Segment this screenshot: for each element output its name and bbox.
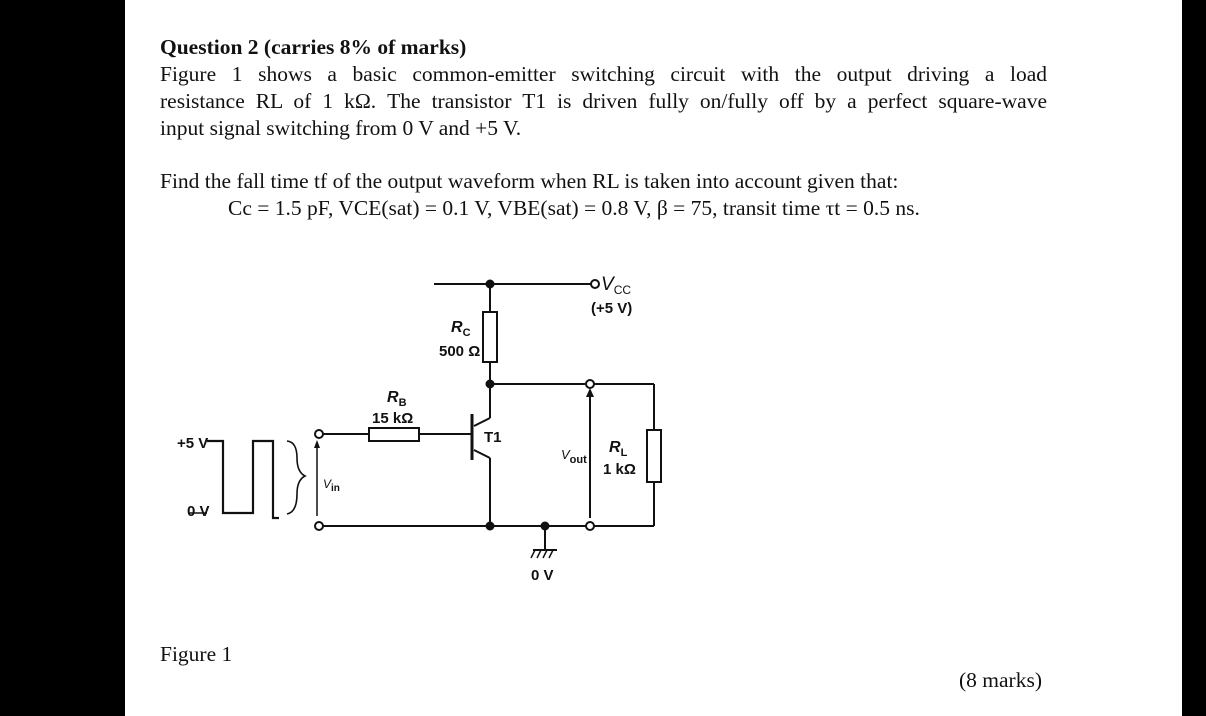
- vcc-value: (+5 V): [591, 300, 632, 317]
- rl-name: RL: [609, 439, 628, 459]
- marks-label: (8 marks): [959, 668, 1042, 692]
- output-ground-terminal: [585, 521, 595, 531]
- circuit-diagram: VCC (+5 V) RC 500 Ω RB 15 kΩ T1 Vout RL …: [177, 274, 662, 584]
- output-terminal: [585, 379, 595, 389]
- rc-value: 500 Ω: [439, 343, 480, 360]
- rb-value: 15 kΩ: [372, 410, 413, 427]
- wave-high-label: +5 V: [177, 435, 208, 452]
- wave-low-label: 0 V: [187, 503, 210, 520]
- emitter-junction: [485, 521, 495, 531]
- ground-label: 0 V: [531, 567, 554, 584]
- vcc-terminal: [590, 279, 600, 289]
- rb-resistor: [368, 427, 420, 442]
- ground-hatch-1: [530, 549, 536, 559]
- rl-resistor: [646, 429, 662, 483]
- vin-label: Vin: [323, 477, 340, 494]
- collector-diagonal: [473, 417, 491, 427]
- question-text-line-2: resistance RL of 1 kΩ. The transistor T1…: [160, 89, 1047, 113]
- question-page: Question 2 (carries 8% of marks) Figure …: [125, 0, 1182, 716]
- question-text-line-1: Figure 1 shows a basic common-emitter sw…: [160, 62, 1047, 86]
- vcc-label: VCC: [601, 274, 631, 297]
- rc-name: RC: [451, 319, 471, 339]
- find-statement: Find the fall time tf of the output wave…: [160, 169, 899, 193]
- wave-brace: [286, 440, 307, 515]
- rc-resistor: [482, 311, 498, 363]
- ground-hatch-2: [536, 549, 542, 559]
- given-values: Cc = 1.5 pF, VCE(sat) = 0.1 V, VBE(sat) …: [228, 196, 920, 220]
- vout-label: Vout: [561, 447, 587, 466]
- input-ground-terminal: [314, 521, 324, 531]
- question-text-line-3: input signal switching from 0 V and +5 V…: [160, 116, 522, 140]
- rb-name: RB: [387, 389, 407, 409]
- vin-arrowhead: [314, 440, 320, 448]
- rl-value: 1 kΩ: [603, 461, 636, 478]
- emitter-diagonal: [473, 449, 491, 459]
- ground-hatch-4: [548, 549, 554, 559]
- transistor-label: T1: [484, 429, 502, 446]
- figure-caption: Figure 1: [160, 642, 233, 666]
- square-wave: [207, 439, 279, 520]
- question-title: Question 2 (carries 8% of marks): [160, 35, 467, 59]
- input-terminal: [314, 429, 324, 439]
- ground-hatch-3: [542, 549, 548, 559]
- vout-arrowhead: [586, 388, 594, 397]
